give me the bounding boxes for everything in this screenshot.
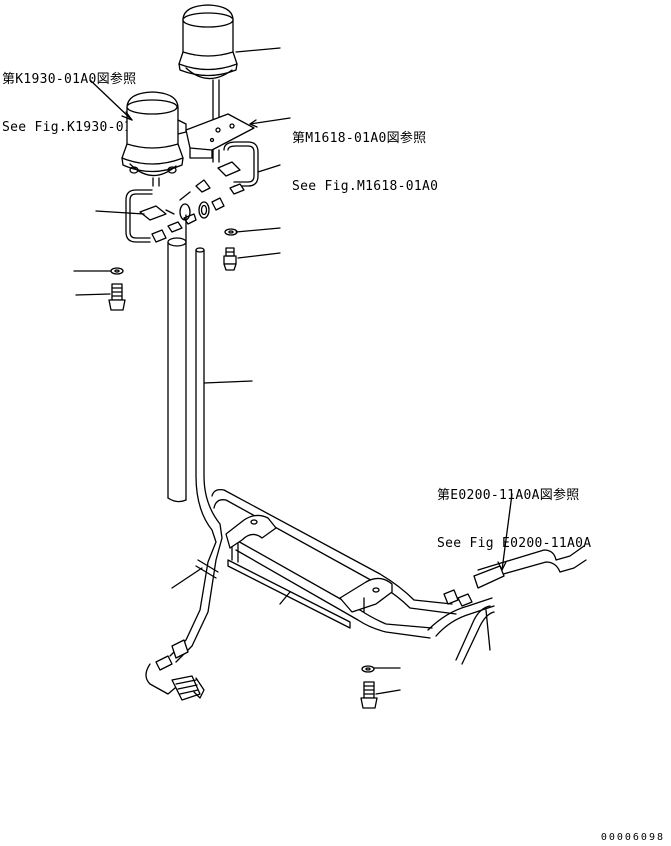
beacon-lamp-lower [122,92,186,186]
handle-right [218,142,258,194]
reference-m1618-en: See Fig.M1618-01A0 [292,179,439,194]
handle-left [126,180,224,242]
washer-1 [225,229,237,235]
bolt-1 [224,248,236,270]
frame-clamps [226,515,392,612]
harness-tube [170,248,222,662]
plug-connector [146,640,204,700]
bolt-2 [109,284,125,310]
beacon-lamp-upper [179,5,237,132]
reference-e0200-jp: 第E0200-11A0A図参照 [437,488,580,503]
right-harness [428,546,586,664]
reference-m1618-jp: 第M1618-01A0図参照 [292,131,427,146]
reference-m1618: 第M1618-01A0図参照 See Fig.M1618-01A0 [292,99,438,227]
leader-lines [74,48,512,694]
reference-k1930: 第K1930-01A0図参照 See Fig.K1930-01A0 [2,40,148,168]
reference-k1930-jp: 第K1930-01A0図参照 [2,72,137,87]
washer-3 [362,666,374,672]
handrail-frame [212,490,456,638]
reference-e0200: 第E0200-11A0A図参照 See Fig E0200-11A0A [437,456,591,584]
washer-2 [111,268,123,274]
reference-e0200-en: See Fig E0200-11A0A [437,536,592,551]
reference-k1930-en: See Fig.K1930-01A0 [2,120,149,135]
document-id: 00006098 [600,832,665,843]
mounting-bracket [186,114,254,162]
support-rod [168,215,186,502]
bolt-3 [361,682,377,708]
clamp-rings [166,192,209,220]
